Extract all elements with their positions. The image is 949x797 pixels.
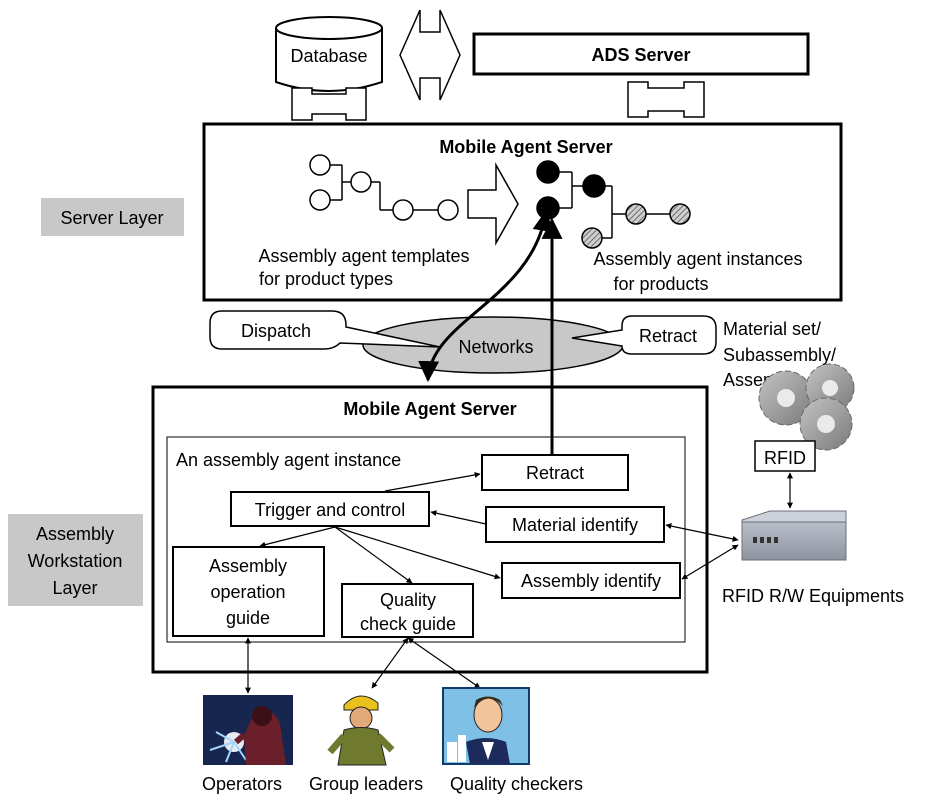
retract-callout-label: Retract [639,326,697,346]
assembly-guide-line1: Assembly [209,556,287,576]
workstation-layer-label-line1: Assembly [36,524,114,544]
quality-checkers-label: Quality checkers [450,774,583,794]
trigger-control-box [230,491,430,527]
rfid-tag-label: RFID [764,448,806,468]
trigger-control-label: Trigger and control [255,500,405,520]
dispatch-label: Dispatch [241,321,311,341]
workstation-layer-label-line3: Layer [52,578,97,598]
agent-instances-tree [536,160,691,249]
material-identify-box [485,506,665,543]
retract-callout [571,315,717,355]
networks-label: Networks [458,337,533,357]
material-label-line1: Material set/ [723,319,821,339]
mobile-agent-server-bottom-title: Mobile Agent Server [343,399,516,419]
rfid-reader-icon [741,510,847,561]
templates-label-line1: Assembly agent templates [258,246,469,266]
group-leader-icon [327,695,395,766]
assembly-operation-guide-box [172,546,325,637]
dispatch-callout [209,310,441,350]
people-links [245,637,481,694]
workstation-layer-label-bg [8,514,143,606]
templates-label-line2: for product types [259,269,393,289]
server-layer-label: Server Layer [60,208,163,228]
assembly-identify-label: Assembly identify [521,571,661,591]
reader-links [665,523,739,580]
assembly-guide-line3: guide [226,608,270,628]
database-label: Database [290,46,367,66]
rfid-tag-box [754,440,816,472]
rfid-equipment-label: RFID R/W Equipments [722,586,904,606]
material-label-line2: Subassembly/ [723,345,836,365]
gears-icon [758,363,855,451]
quality-guide-line2: check guide [360,614,456,634]
mobile-agent-server-top-title: Mobile Agent Server [439,137,612,157]
instances-label-line2: for products [613,274,708,294]
assembly-identify-box [501,562,681,599]
quality-checker-icon [442,687,530,765]
database-cylinder: Database [275,16,383,92]
material-identify-label: Material identify [512,515,638,535]
instances-label-line1: Assembly agent instances [593,249,802,269]
server-layer-label-bg [41,198,184,236]
inner-control-arrows [259,471,501,584]
ads-server-box [472,32,810,76]
quality-check-guide-box [341,583,474,638]
assembly-guide-line2: operation [210,582,285,602]
retract-box [481,454,629,491]
workstation-layer-label-line2: Workstation [28,551,123,571]
dispatch-arrow [418,209,554,383]
quality-guide-line1: Quality [380,590,436,610]
operators-label: Operators [202,774,282,794]
agent-instance-title: An assembly agent instance [176,450,401,470]
ads-server-double-arrow [627,81,705,118]
welder-operator-icon [203,695,293,765]
database-ads-double-arrow [399,9,461,101]
retract-box-label: Retract [526,463,584,483]
group-leaders-label: Group leaders [309,774,423,794]
database-server-double-arrow [291,87,367,121]
ads-server-label: ADS Server [591,45,690,65]
agent-templates-tree [309,154,459,221]
